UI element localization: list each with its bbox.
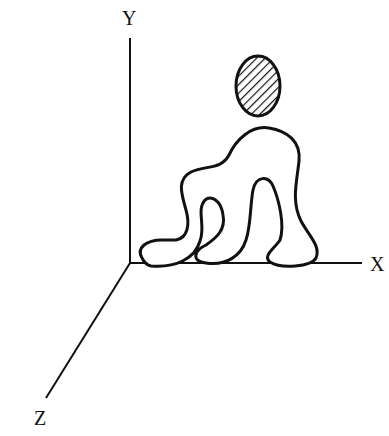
axis-label: Z	[34, 408, 46, 428]
axis-label: X	[370, 254, 384, 274]
figure-body	[140, 128, 317, 267]
y-axis	[129, 38, 131, 263]
figure-head	[236, 56, 280, 116]
z-axis	[46, 263, 130, 398]
axis-label: Y	[122, 8, 136, 28]
